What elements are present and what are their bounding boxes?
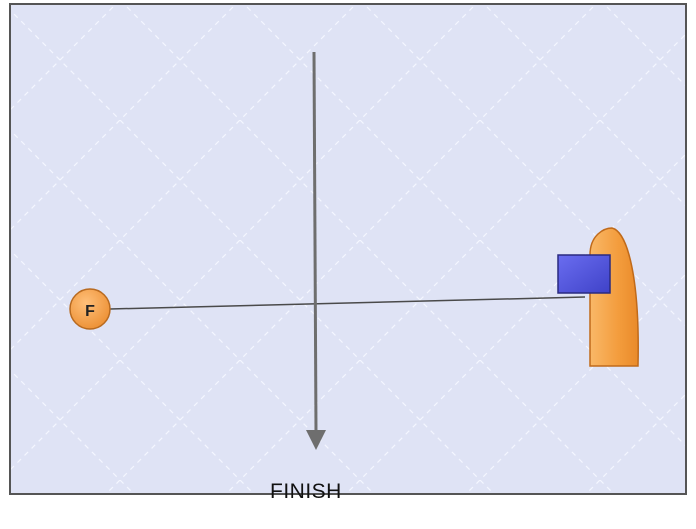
pin-end-buoy: F	[69, 288, 111, 330]
course-direction-arrow	[306, 51, 326, 450]
buoy-icon	[69, 288, 111, 330]
background-grid	[11, 5, 685, 493]
finish-line	[109, 296, 586, 310]
flag-icon	[557, 254, 611, 294]
buoy-label: F	[85, 303, 95, 320]
down-arrow-icon	[306, 430, 326, 450]
finish-label: FINISH	[270, 480, 342, 503]
arrow-shaft	[312, 51, 318, 433]
